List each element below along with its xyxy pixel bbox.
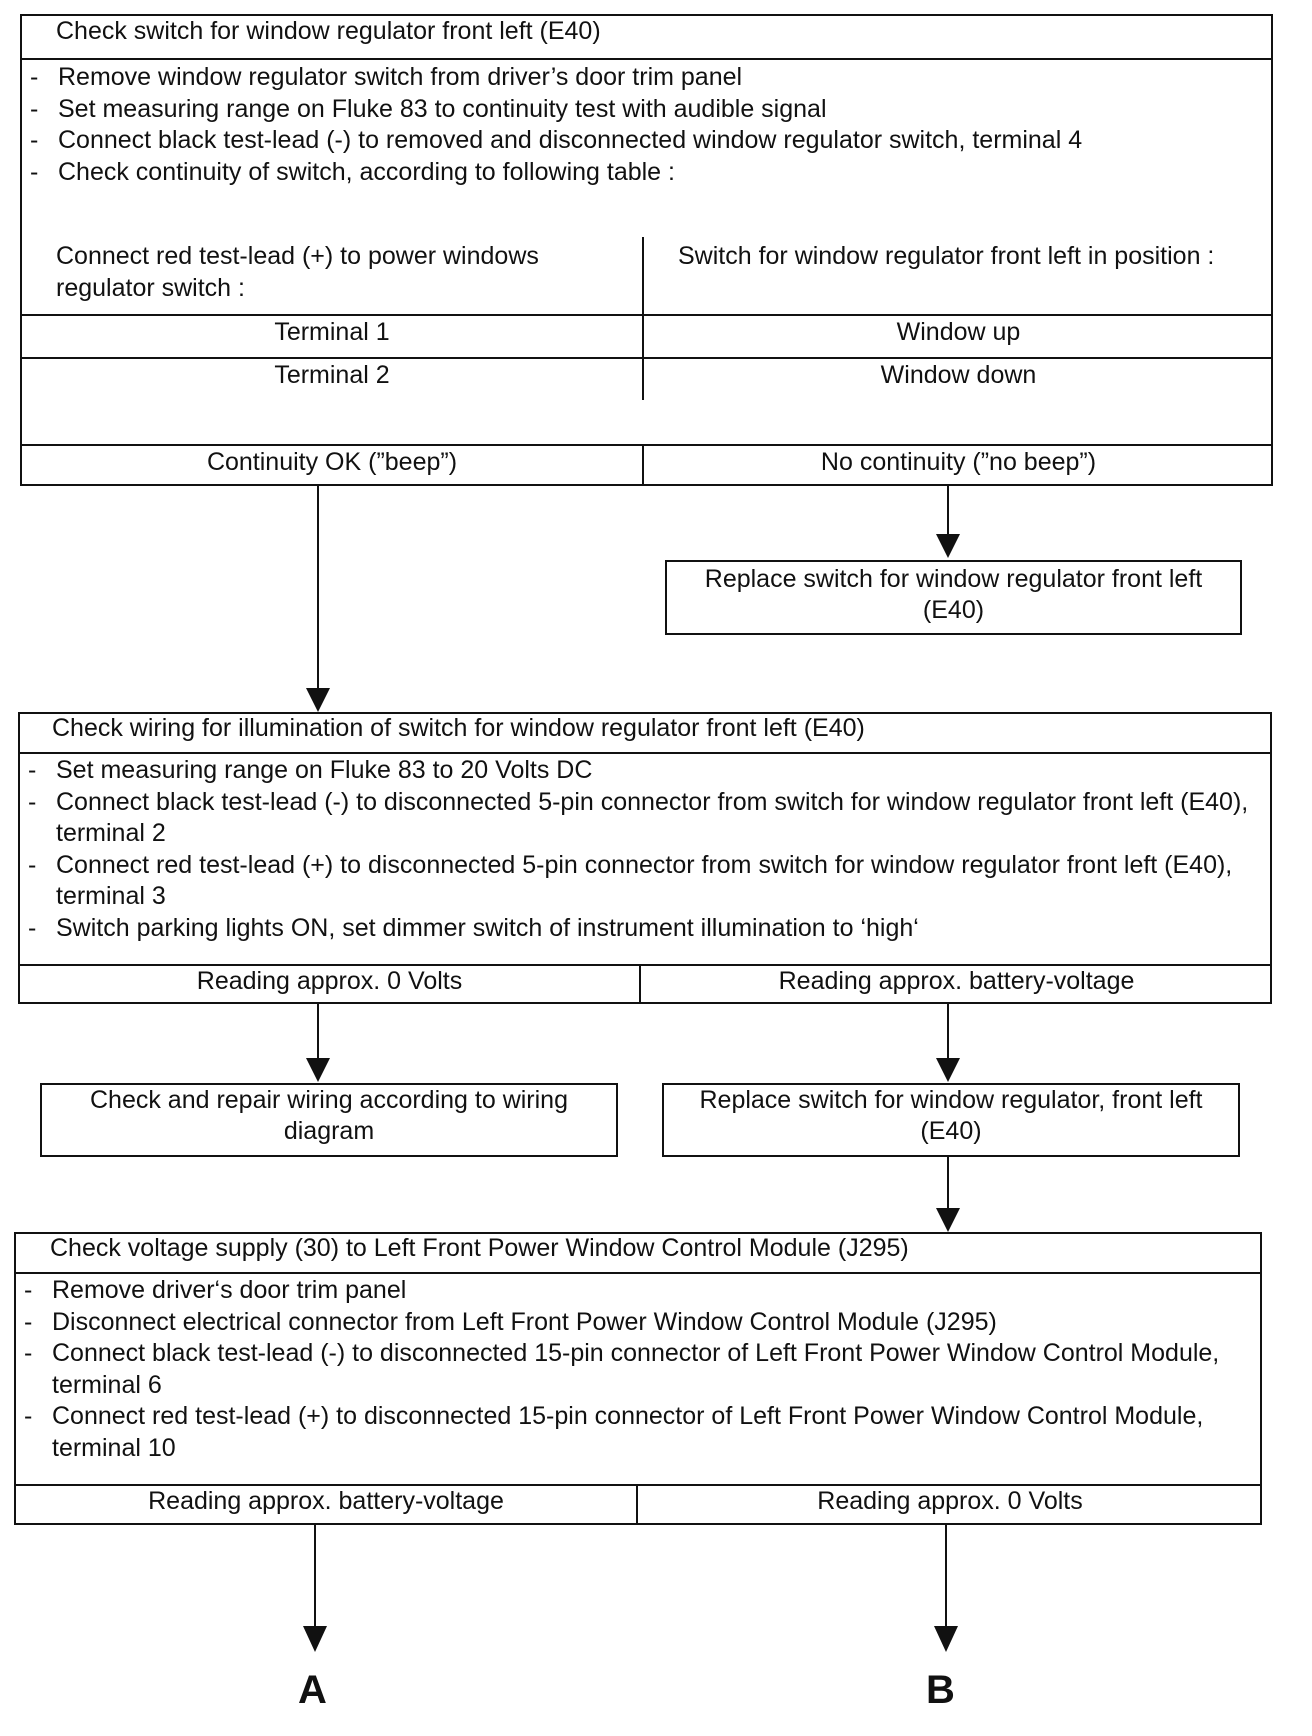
table-header-position: Switch for window regulator front left i… — [678, 242, 1215, 270]
step2-instruction: Connect red test-lead (+) to disconnecte… — [22, 850, 1252, 913]
arrowhead-icon — [303, 1626, 327, 1652]
repair-wiring-box — [40, 1083, 618, 1157]
step2-instruction: Set measuring range on Fluke 83 to 20 Vo… — [22, 755, 1252, 787]
step3-instruction: Disconnect electrical connector from Lef… — [18, 1307, 1248, 1339]
arrowhead-icon — [306, 1058, 330, 1082]
end-label-b: B — [926, 1668, 955, 1712]
step3-outcome-battery-voltage: Reading approx. battery-voltage — [148, 1487, 504, 1515]
step3-instruction: Connect red test-lead (+) to disconnecte… — [18, 1401, 1248, 1464]
step1-outcome-divider — [20, 444, 1273, 446]
step3-outcome-zero-volts: Reading approx. 0 Volts — [817, 1487, 1083, 1515]
repair-wiring-text: Check and repair wiring according to wir… — [89, 1086, 568, 1145]
arrowhead-icon — [306, 688, 330, 712]
replace-switch-2-text: Replace switch for window regulator, fro… — [699, 1086, 1203, 1145]
step2-outcome-battery-voltage: Reading approx. battery-voltage — [778, 967, 1135, 995]
step2-instruction: Connect black test-lead (-) to disconnec… — [22, 787, 1252, 850]
step3-instruction: Connect black test-lead (-) to disconnec… — [18, 1338, 1248, 1401]
step2-instruction: Switch parking lights ON, set dimmer swi… — [22, 913, 1252, 945]
step1-title-divider — [20, 58, 1273, 60]
step2-title: Check wiring for illumination of switch … — [52, 714, 865, 742]
step1-instruction: Check continuity of switch, according to… — [24, 157, 1174, 189]
arrowhead-icon — [936, 1208, 960, 1232]
arrowhead-icon — [936, 1058, 960, 1082]
table-column-divider — [642, 237, 644, 400]
table-cell-position: Window up — [896, 318, 1021, 346]
step2-title-divider — [18, 752, 1272, 754]
step1-outcome-no-continuity: No continuity (”no beep”) — [820, 448, 1097, 476]
step2-outcome-zero-volts: Reading approx. 0 Volts — [196, 967, 463, 995]
replace-switch-2-box — [662, 1083, 1240, 1157]
step1-outcome-split — [642, 444, 644, 486]
step3-outcome-split — [636, 1484, 638, 1525]
step3-title: Check voltage supply (30) to Left Front … — [50, 1234, 909, 1262]
replace-switch-box — [665, 560, 1242, 635]
table-cell-terminal: Terminal 2 — [274, 361, 390, 389]
table-header-divider — [20, 314, 1273, 316]
end-label-a: A — [298, 1668, 327, 1712]
step1-instruction: Remove window regulator switch from driv… — [24, 62, 1174, 94]
step1-instruction: Set measuring range on Fluke 83 to conti… — [24, 94, 1174, 126]
step3-outcome-divider — [14, 1484, 1262, 1486]
arrowhead-icon — [936, 534, 960, 558]
table-cell-terminal: Terminal 1 — [274, 318, 390, 346]
replace-switch-text: Replace switch for window regulator fron… — [704, 565, 1203, 624]
table-row-divider — [20, 357, 1273, 359]
table-cell-position: Window down — [880, 361, 1037, 389]
step1-outcome-continuity-ok: Continuity OK (”beep”) — [206, 448, 458, 476]
step3-title-divider — [14, 1272, 1262, 1274]
arrowhead-icon — [934, 1626, 958, 1652]
table-header-terminal: Connect red test-lead (+) to power windo… — [56, 242, 539, 302]
step3-instruction: Remove driver‘s door trim panel — [18, 1275, 1248, 1307]
step2-outcome-split — [639, 964, 641, 1004]
step1-instruction: Connect black test-lead (-) to removed a… — [24, 125, 1174, 157]
step1-title: Check switch for window regulator front … — [56, 17, 601, 45]
step3-instructions: Remove driver‘s door trim panel Disconne… — [18, 1275, 1248, 1464]
step2-outcome-divider — [18, 964, 1272, 966]
step2-instructions: Set measuring range on Fluke 83 to 20 Vo… — [22, 755, 1252, 944]
step1-instructions: Remove window regulator switch from driv… — [24, 62, 1174, 188]
